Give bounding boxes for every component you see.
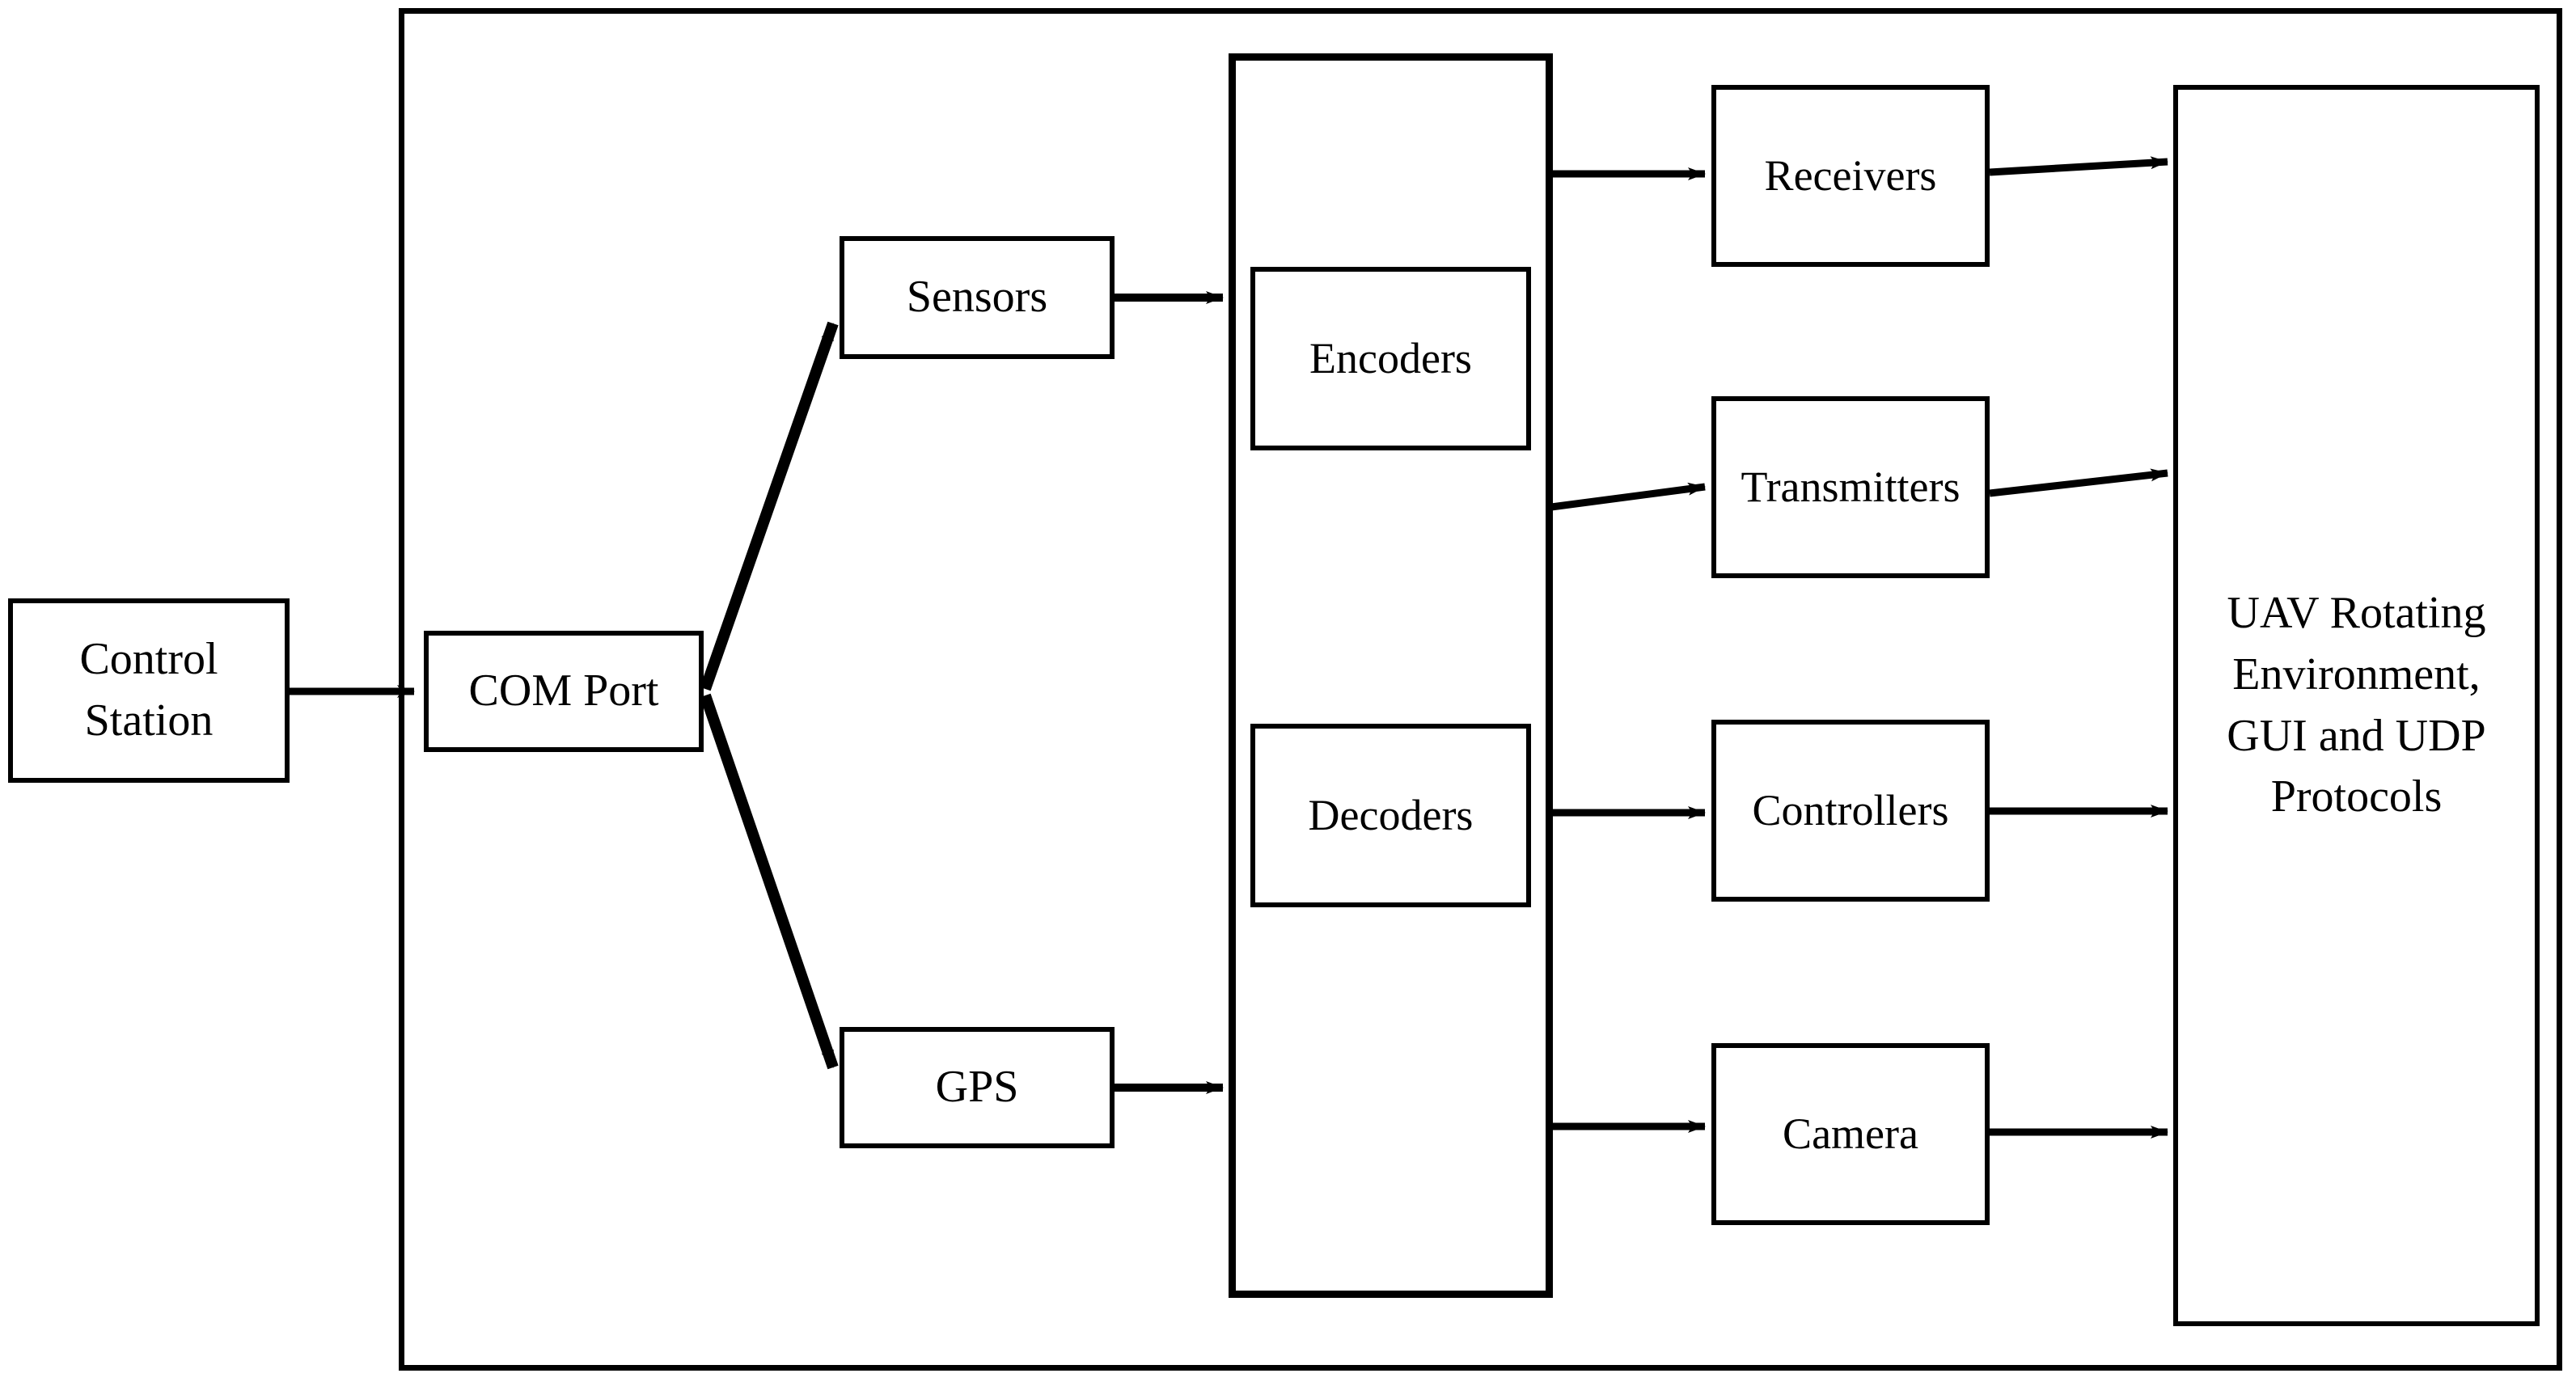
uav-line-4: Protocols	[2270, 771, 2443, 822]
node-controllers-label: Controllers	[1752, 786, 1949, 835]
node-camera-label: Camera	[1783, 1109, 1918, 1159]
node-encoders[interactable]: Encoders	[1250, 267, 1531, 450]
node-gps[interactable]: GPS	[840, 1027, 1115, 1148]
node-com-port[interactable]: COM Port	[424, 631, 704, 752]
node-uav-panel-label: UAV Rotating Environment, GUI and UDP Pr…	[2178, 583, 2535, 827]
edge-codec-to-transmitters	[1550, 482, 1706, 511]
edge-com-port-to-gps	[700, 693, 839, 1070]
uav-line-3: GUI and UDP	[2227, 710, 2486, 761]
node-transmitters[interactable]: Transmitters	[1711, 396, 1990, 578]
node-gps-label: GPS	[935, 1062, 1019, 1113]
edge-transmitters-to-uav	[1989, 468, 2168, 497]
edge-receivers-to-uav	[1989, 156, 2168, 176]
node-receivers[interactable]: Receivers	[1711, 85, 1990, 267]
node-receivers-label: Receivers	[1764, 151, 1937, 201]
control-station-line-1: Control	[79, 634, 218, 685]
node-uav-panel[interactable]: UAV Rotating Environment, GUI and UDP Pr…	[2173, 85, 2540, 1326]
uav-line-1: UAV Rotating	[2227, 588, 2486, 639]
node-decoders[interactable]: Decoders	[1250, 724, 1531, 907]
node-com-port-label: COM Port	[468, 666, 659, 716]
node-encoders-label: Encoders	[1309, 334, 1472, 383]
uav-line-2: Environment,	[2232, 649, 2481, 699]
node-sensors-label: Sensors	[906, 272, 1048, 323]
node-controllers[interactable]: Controllers	[1711, 720, 1990, 902]
node-sensors[interactable]: Sensors	[840, 236, 1115, 359]
node-codec-container	[1229, 53, 1553, 1298]
edge-com-port-to-sensors	[700, 321, 839, 691]
node-camera[interactable]: Camera	[1711, 1043, 1990, 1225]
control-station-line-2: Station	[84, 695, 214, 746]
node-decoders-label: Decoders	[1308, 791, 1474, 840]
node-transmitters-label: Transmitters	[1741, 463, 1961, 512]
